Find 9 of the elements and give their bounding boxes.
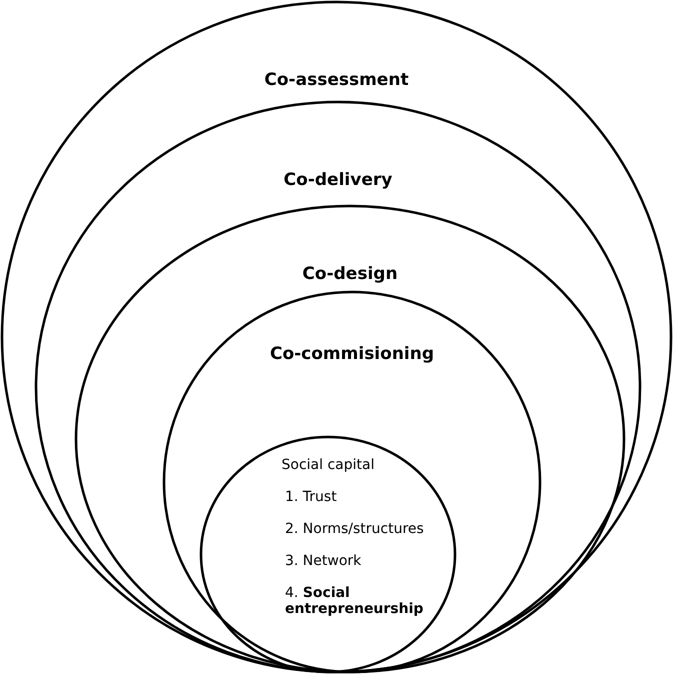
circle-title: Co-design: [301, 264, 399, 284]
list-item: 1. Trust: [285, 489, 338, 505]
heading: Social capital: [280, 457, 376, 473]
list-item: 3. Network: [285, 553, 362, 569]
list-item: 4. Social entrepreneurship: [285, 585, 424, 617]
circle-title: Co-delivery: [282, 170, 394, 190]
circle-title: Co-commisioning: [268, 344, 436, 364]
circle-title: Co-assessment: [263, 70, 410, 90]
list-item: 2. Norms/structures: [285, 521, 425, 537]
